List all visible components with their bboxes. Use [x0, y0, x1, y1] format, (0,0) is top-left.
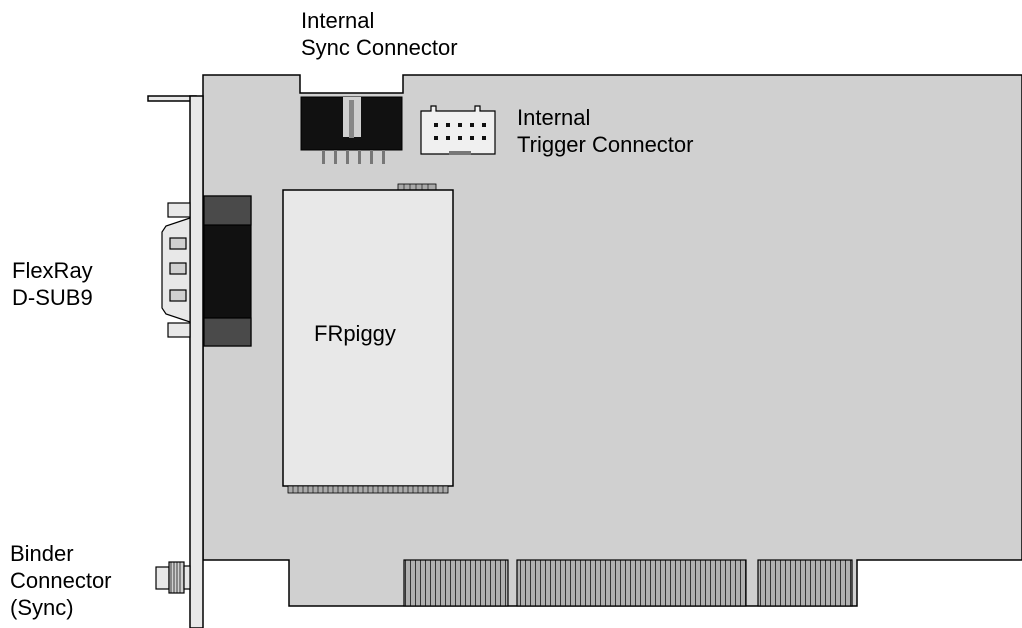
internal-sync-label: Internal Sync Connector [301, 7, 458, 61]
internal-trigger-label-line-2: Trigger Connector [517, 132, 694, 157]
flexray-label: FlexRay D-SUB9 [12, 257, 93, 311]
dsub9-connector [161, 195, 252, 347]
internal-trigger-label-line-1: Internal [517, 105, 591, 130]
binder-label-line-1: Binder [10, 541, 74, 566]
binder-label-line-3: (Sync) [10, 595, 74, 620]
edge-contact-group-3 [757, 559, 853, 607]
flexray-label-line-1: FlexRay [12, 258, 93, 283]
internal-sync-label-line-2: Sync Connector [301, 35, 458, 60]
internal-trigger-label: Internal Trigger Connector [517, 104, 693, 158]
binder-label-line-2: Connector [10, 568, 112, 593]
edge-contact-group-2 [516, 559, 747, 607]
binder-connector [155, 561, 191, 594]
flexray-label-line-2: D-SUB9 [12, 285, 93, 310]
frpiggy-module [282, 183, 454, 494]
edge-contact-group-1 [403, 559, 509, 607]
internal-trigger-connector [420, 105, 496, 155]
pci-edge-contacts [403, 559, 853, 607]
mounting-bracket [147, 95, 204, 628]
frpiggy-label: FRpiggy [314, 321, 396, 346]
binder-label: Binder Connector (Sync) [10, 540, 112, 621]
internal-sync-label-line-1: Internal [301, 8, 375, 33]
internal-sync-connector [300, 96, 403, 164]
